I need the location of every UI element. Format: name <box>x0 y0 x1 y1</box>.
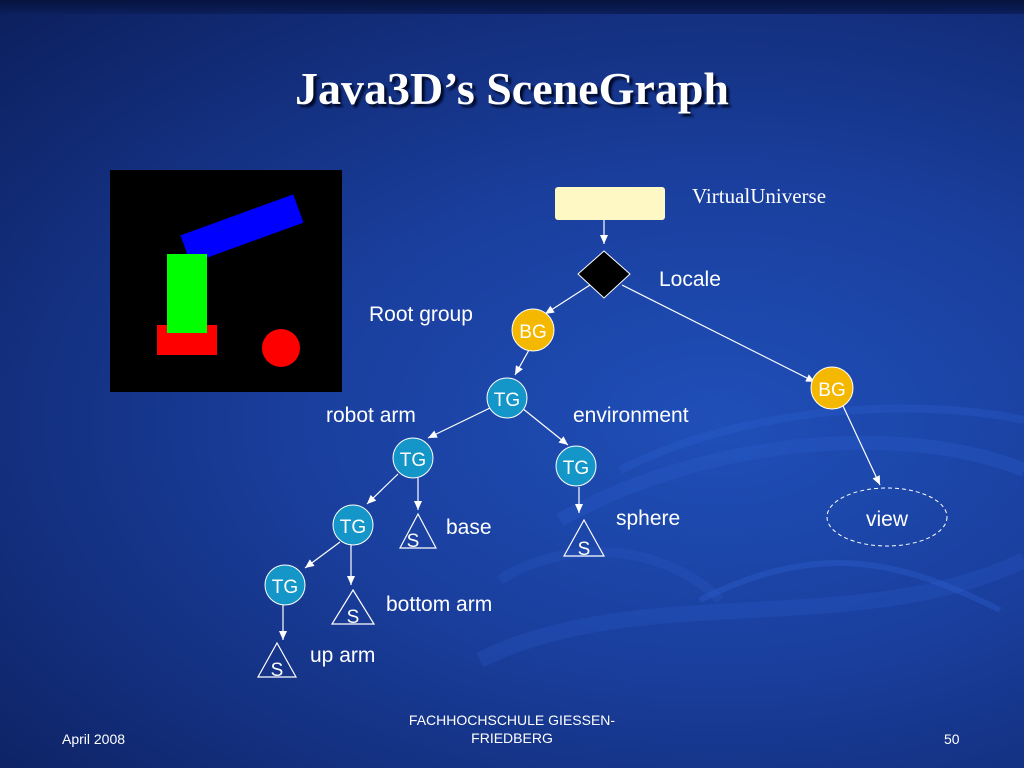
footer-date: April 2008 <box>62 731 126 747</box>
slide-title: Java3D’s SceneGraph <box>294 63 729 114</box>
edge-tg-environment <box>521 407 569 446</box>
robot-scene-preview <box>110 170 342 392</box>
up-arm-shape-node <box>256 641 298 678</box>
edge-tg-robotarm <box>427 407 491 439</box>
sphere-shape <box>262 329 300 367</box>
root-group-label: Root group <box>369 303 473 326</box>
view-label: view <box>866 508 909 531</box>
edge-tg2-tg3 <box>304 541 341 569</box>
graph-edges <box>279 220 881 640</box>
environment-tg-node <box>555 445 597 487</box>
robot-arm-label: robot arm <box>326 404 416 427</box>
up-arm-shape-label: S <box>271 660 284 681</box>
top-tg-label: TG <box>494 390 520 411</box>
environment-tg-label: TG <box>563 458 589 479</box>
base-shape-node <box>399 512 437 549</box>
edge-rootbg-tg <box>514 349 530 376</box>
robot-arm-tg-node <box>392 437 434 479</box>
virtual-universe-label: VirtualUniverse <box>692 184 826 208</box>
virtual-universe-node <box>555 187 665 220</box>
root-bg-node <box>511 308 555 352</box>
locale-label: Locale <box>659 268 721 291</box>
scene-graph-diagram: VirtualUniverse Locale Root group BG BG … <box>256 184 948 681</box>
footer-institution: FACHHOCHSCHULE GIESSEN- FRIEDBERG <box>362 711 662 747</box>
sphere-label: sphere <box>616 507 680 530</box>
top-tg-node <box>486 377 528 419</box>
arm-tg3-node <box>264 564 306 606</box>
edge-arm-tg2 <box>366 473 399 505</box>
root-bg-label: BG <box>519 322 546 343</box>
bottom-arm-shape-node <box>330 588 376 625</box>
locale-node <box>577 250 631 299</box>
arm-tg3-label: TG <box>272 577 298 598</box>
sphere-shape-label: S <box>578 539 591 560</box>
footer-page-number: 50 <box>944 731 960 747</box>
footer-institution-line2: FRIEDBERG <box>471 730 553 746</box>
bottom-arm-label: bottom arm <box>386 593 492 616</box>
arm-tg2-label: TG <box>340 517 366 538</box>
base-shape-label: S <box>407 531 420 552</box>
bottom-arm-shape-label: S <box>347 607 360 628</box>
top-bar <box>0 0 1024 14</box>
upper-arm-shape <box>180 194 304 264</box>
view-bg-label: BG <box>818 380 845 401</box>
base-label: base <box>446 516 492 539</box>
sphere-shape-node <box>562 518 606 557</box>
scene-background <box>110 170 342 392</box>
edge-locale-rootbg <box>544 284 591 315</box>
view-node <box>826 487 948 547</box>
environment-label: environment <box>573 404 689 427</box>
edge-locale-viewbg <box>621 284 816 383</box>
arm-tg2-node <box>332 504 374 546</box>
robot-arm-tg-label: TG <box>400 450 426 471</box>
lower-arm-shape <box>167 254 207 333</box>
view-bg-node <box>810 366 854 410</box>
up-arm-label: up arm <box>310 644 375 667</box>
footer-institution-line1: FACHHOCHSCHULE GIESSEN- <box>408 712 616 728</box>
edge-viewbg-view <box>842 405 881 486</box>
